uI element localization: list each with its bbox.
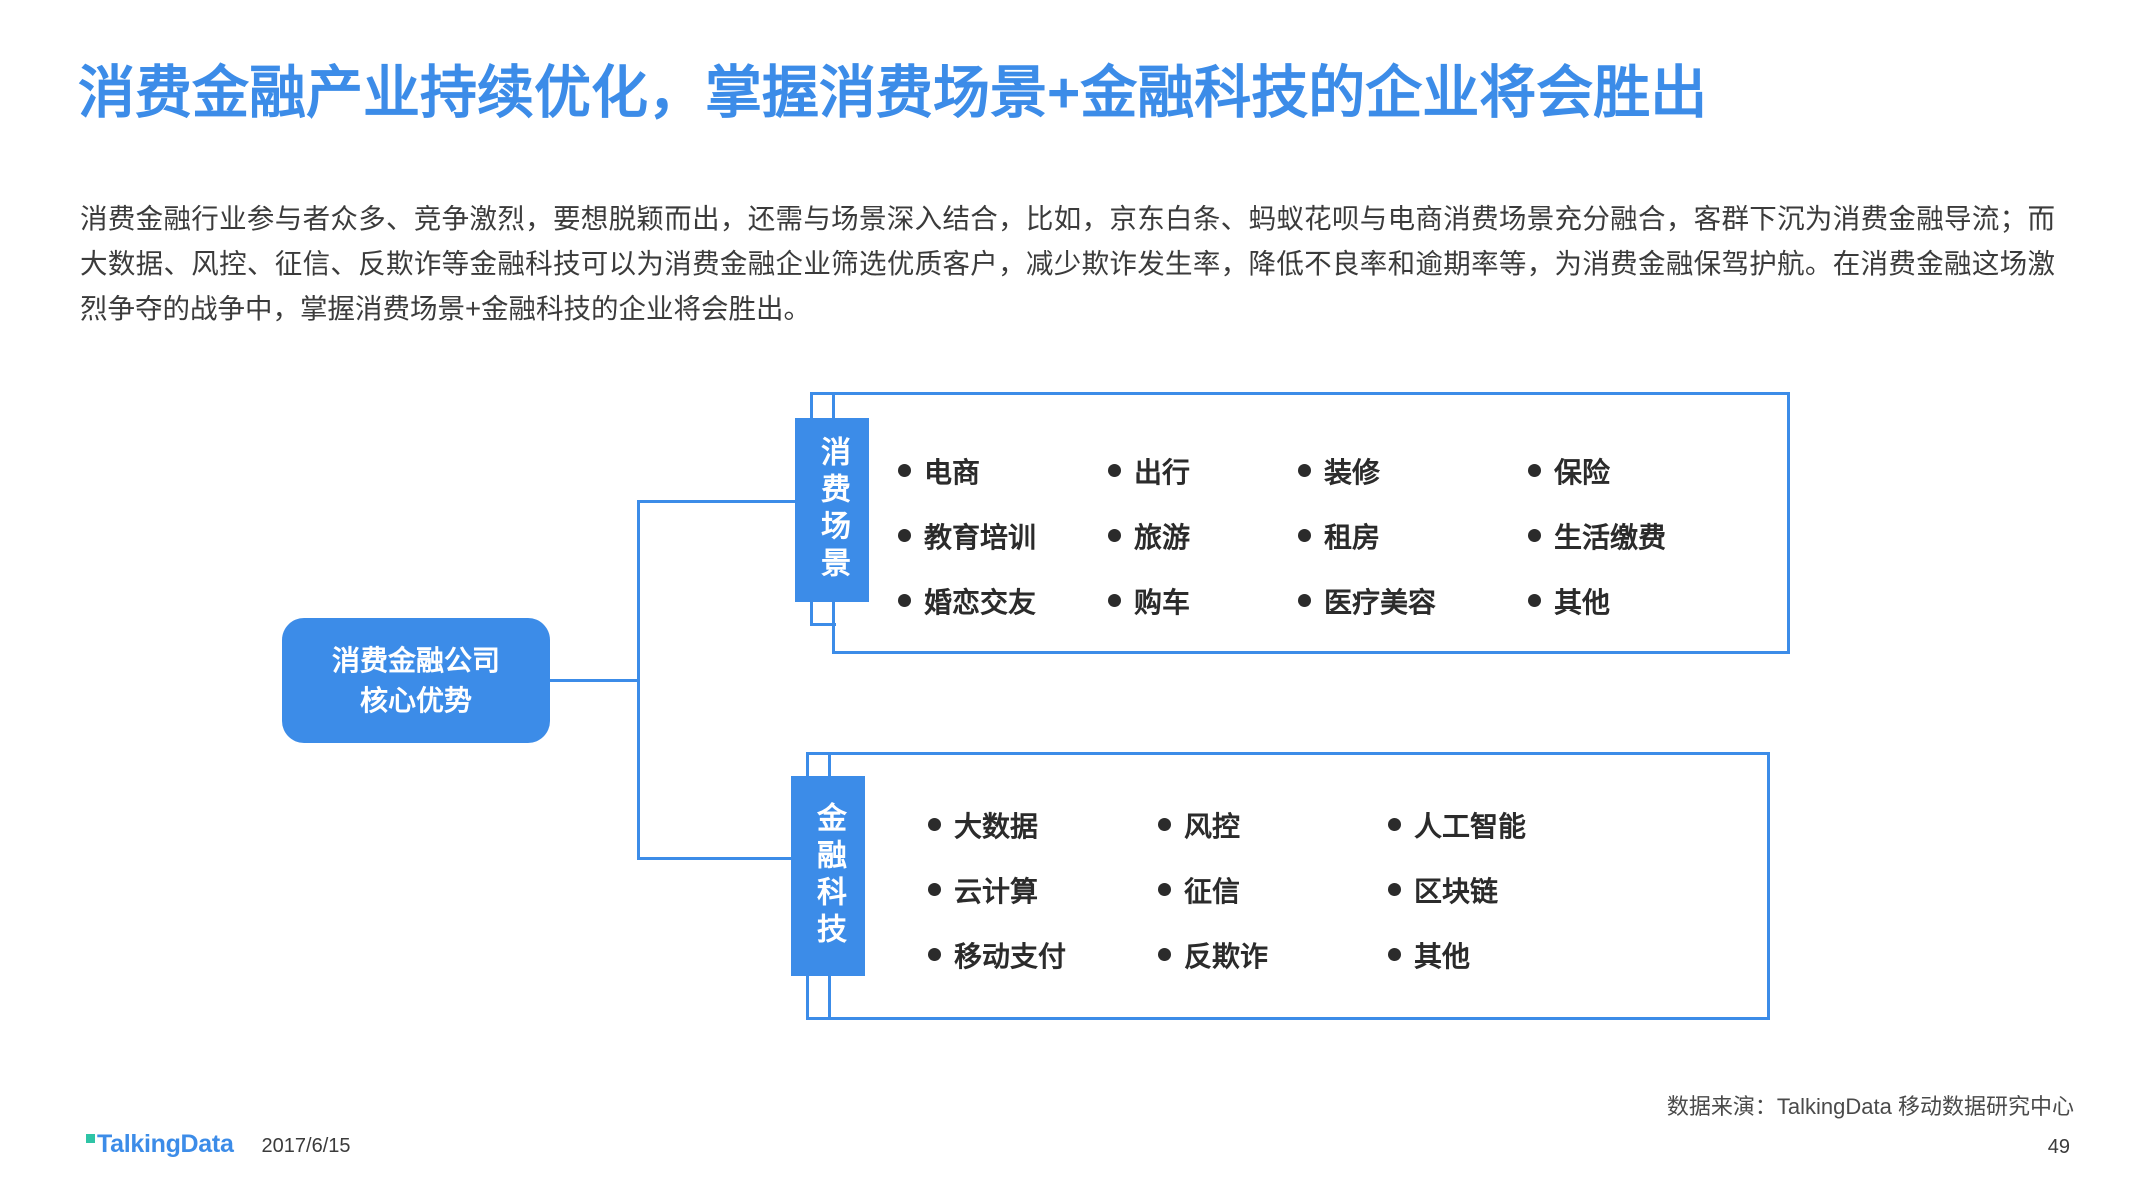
list-item[interactable]: 风控 <box>1158 792 1388 857</box>
connector-tech-join-top <box>806 752 832 755</box>
list-item-label: 电商 <box>924 456 981 488</box>
tech-category-tab[interactable]: 金融科技 <box>791 776 865 976</box>
bullet-icon <box>1528 529 1541 542</box>
list-item-label: 医疗美容 <box>1324 586 1437 618</box>
connector-tech-join-bottom <box>806 1017 832 1020</box>
list-item[interactable]: 征信 <box>1158 857 1388 922</box>
bullet-icon <box>1108 529 1121 542</box>
connector-scene-join-top <box>810 392 836 395</box>
diagram-canvas: 消费金融公司 核心优势 消费场景 电商 出行 装修 保险 教育培训 旅游 租房 … <box>0 380 2132 1060</box>
list-item-label: 区块链 <box>1414 875 1499 907</box>
list-item[interactable]: 装修 <box>1298 438 1528 503</box>
connector-tech-tab-bottom <box>806 972 809 1017</box>
bullet-icon <box>1528 594 1541 607</box>
connector-scene-tab-top <box>810 392 813 422</box>
bullet-icon <box>1388 883 1401 896</box>
list-item-label: 云计算 <box>954 875 1039 907</box>
list-item-label: 旅游 <box>1134 521 1191 553</box>
list-item-label: 人工智能 <box>1414 810 1527 842</box>
list-item[interactable]: 其他 <box>1388 922 1618 987</box>
list-item[interactable]: 区块链 <box>1388 857 1618 922</box>
list-item-label: 生活缴费 <box>1554 521 1667 553</box>
list-item-label: 风控 <box>1184 810 1241 842</box>
list-item[interactable]: 婚恋交友 <box>898 568 1108 633</box>
footer-date: 2017/6/15 <box>261 1135 351 1157</box>
page-number: 49 <box>2047 1136 2070 1158</box>
list-item-label: 出行 <box>1134 456 1191 488</box>
connector-center-stub <box>550 679 640 682</box>
bullet-icon <box>928 883 941 896</box>
tech-item-grid: 大数据 风控 人工智能 云计算 征信 区块链 移动支付 反欺诈 其他 <box>928 792 1618 987</box>
body-paragraph: 消费金融行业参与者众多、竞争激烈，要想脱颖而出，还需与场景深入结合，比如，京东白… <box>80 203 2055 324</box>
list-item[interactable]: 云计算 <box>928 857 1158 922</box>
bullet-icon <box>1158 948 1171 961</box>
scene-category-label: 消费场景 <box>816 436 849 584</box>
talkingdata-logo-text: TalkingData <box>97 1130 234 1158</box>
center-node[interactable]: 消费金融公司 核心优势 <box>282 618 550 743</box>
list-item[interactable]: 人工智能 <box>1388 792 1618 857</box>
connector-branch-bottom <box>637 857 797 860</box>
bullet-icon <box>898 594 911 607</box>
list-item[interactable]: 保险 <box>1528 438 1758 503</box>
list-item-label: 装修 <box>1324 456 1381 488</box>
list-item[interactable]: 教育培训 <box>898 503 1108 568</box>
list-item[interactable]: 租房 <box>1298 503 1528 568</box>
bullet-icon <box>1528 464 1541 477</box>
connector-branch-top <box>637 500 799 503</box>
list-item-label: 购车 <box>1134 586 1191 618</box>
list-item-label: 其他 <box>1414 940 1471 972</box>
bullet-icon <box>1158 818 1171 831</box>
list-item-label: 教育培训 <box>924 521 1037 553</box>
list-item[interactable]: 购车 <box>1108 568 1298 633</box>
bullet-icon <box>1388 818 1401 831</box>
bullet-icon <box>898 529 911 542</box>
connector-trunk <box>637 500 640 860</box>
data-source-note: 数据来演：TalkingData 移动数据研究中心 <box>1666 1094 2074 1119</box>
list-item-label: 大数据 <box>954 810 1039 842</box>
connector-scene-join-bottom <box>810 623 836 626</box>
talkingdata-logo-mark-icon <box>86 1134 95 1143</box>
list-item-label: 征信 <box>1184 875 1241 907</box>
tech-category-label: 金融科技 <box>812 802 845 950</box>
bullet-icon <box>1298 529 1311 542</box>
connector-tech-tab-top <box>806 752 809 780</box>
list-item[interactable]: 生活缴费 <box>1528 503 1758 568</box>
bullet-icon <box>1108 464 1121 477</box>
connector-scene-tab-bottom <box>810 598 813 626</box>
list-item[interactable]: 电商 <box>898 438 1108 503</box>
list-item-label: 移动支付 <box>954 940 1067 972</box>
list-item-label: 保险 <box>1554 456 1611 488</box>
list-item[interactable]: 移动支付 <box>928 922 1158 987</box>
list-item[interactable]: 大数据 <box>928 792 1158 857</box>
bullet-icon <box>1298 464 1311 477</box>
list-item-label: 婚恋交友 <box>924 586 1037 618</box>
center-node-line1: 消费金融公司 <box>331 644 500 676</box>
bullet-icon <box>1298 594 1311 607</box>
scene-item-grid: 电商 出行 装修 保险 教育培训 旅游 租房 生活缴费 婚恋交友 购车 医疗美容… <box>898 438 1758 633</box>
scene-category-tab[interactable]: 消费场景 <box>795 418 869 602</box>
list-item[interactable]: 旅游 <box>1108 503 1298 568</box>
list-item[interactable]: 反欺诈 <box>1158 922 1388 987</box>
list-item-label: 其他 <box>1554 586 1611 618</box>
page-title: 消费金融产业持续优化，掌握消费场景+金融科技的企业将会胜出 <box>78 61 1708 125</box>
list-item[interactable]: 出行 <box>1108 438 1298 503</box>
list-item-label: 租房 <box>1324 521 1381 553</box>
bullet-icon <box>898 464 911 477</box>
list-item-label: 反欺诈 <box>1184 940 1269 972</box>
list-item[interactable]: 其他 <box>1528 568 1758 633</box>
footer-left-group: TalkingData 2017/6/15 <box>86 1130 351 1159</box>
bullet-icon <box>1108 594 1121 607</box>
list-item[interactable]: 医疗美容 <box>1298 568 1528 633</box>
bullet-icon <box>1388 948 1401 961</box>
bullet-icon <box>928 948 941 961</box>
center-node-line2: 核心优势 <box>359 684 472 716</box>
bullet-icon <box>1158 883 1171 896</box>
bullet-icon <box>928 818 941 831</box>
